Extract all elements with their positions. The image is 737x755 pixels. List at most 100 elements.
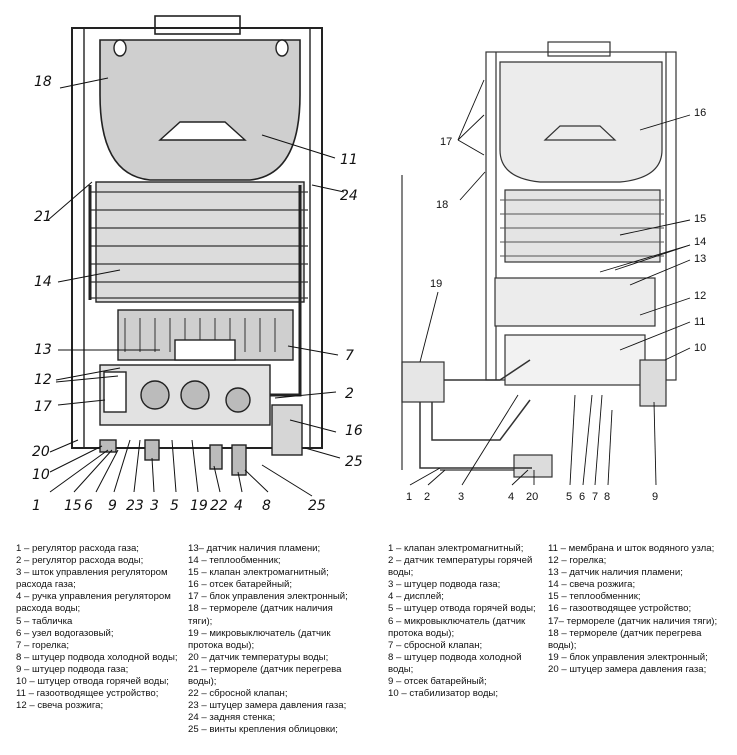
legend-item: 23 – штуцер замера давления газа;	[188, 700, 347, 712]
callout: 20	[32, 444, 50, 460]
legend-item: 1 – регулятор расхода газа;	[16, 543, 139, 554]
legend-item: 3 – шток управления регулятором расхода …	[16, 567, 171, 591]
callout: 3	[150, 498, 159, 514]
legend-item: 7 – горелка;	[16, 639, 69, 651]
legend-item: 3 – штуцер подвода газа;	[388, 579, 501, 591]
legend-item: 17– термореле (датчик наличия тяги);	[548, 615, 718, 627]
legend-item: 22 – сбросной клапан;	[188, 688, 288, 700]
legend-item: 11 – мембрана и шток водяного узла;	[548, 543, 715, 554]
legend-item: 13– датчик наличия пламени;	[188, 543, 321, 554]
callout: 7	[345, 348, 354, 364]
legend-item: 24 – задняя стенка;	[188, 712, 276, 724]
callout: 16	[694, 107, 706, 119]
callout: 17	[34, 399, 52, 415]
legend-item: 15 – клапан электромагнитный;	[188, 567, 329, 579]
legend-column-1: 1 – регулятор расхода газа; 2 – регулято…	[16, 543, 182, 712]
legend-item: 9 – штуцер подвода газа;	[16, 663, 129, 675]
callout: 16	[345, 423, 363, 439]
callout: 15	[694, 213, 706, 225]
callout: 20	[526, 491, 538, 503]
legend-item: 16 – отсек батарейный;	[188, 579, 293, 591]
callout: 8	[604, 491, 610, 503]
legend-item: 19 – микровыключатель (датчик протока во…	[188, 627, 334, 651]
right-heater-drawing	[401, 41, 677, 478]
heater-diagrams: 18 11 24 21 14 13 12 17 7 2 16 25 20 10 …	[32, 15, 706, 514]
callout: 12	[34, 372, 52, 388]
legend: 1 – регулятор расхода газа; 2 – регулято…	[0, 543, 737, 753]
callout: 21	[34, 209, 52, 225]
legend-item: 1 – клапан электромагнитный;	[388, 543, 524, 554]
left-leader-lines	[47, 77, 345, 497]
legend-item: 4 – дисплей;	[388, 591, 444, 603]
callout: 10	[32, 467, 50, 483]
legend-item: 25 – винты крепления облицовки;	[188, 724, 338, 736]
legend-item: 20 – датчик температуры воды;	[188, 651, 329, 663]
legend-item: 6 – микровыключатель (датчик протока вод…	[388, 615, 528, 639]
legend-item: 12 – свеча розжига;	[16, 700, 104, 712]
legend-item: 2 – датчик температуры горячей воды;	[388, 555, 536, 579]
legend-column-2: 13– датчик наличия пламени; 14 – теплооб…	[188, 543, 358, 737]
callout: 14	[34, 274, 52, 290]
callout: 3	[458, 491, 464, 503]
callout: 18	[436, 199, 448, 211]
callout: 23	[126, 498, 144, 514]
legend-item: 7 – сбросной клапан;	[388, 639, 483, 651]
callout: 5	[170, 498, 179, 514]
callout: 5	[566, 491, 572, 503]
legend-item: 5 – штуцер отвода горячей воды;	[388, 603, 536, 615]
legend-item: 21 – термореле (датчик перегрева воды);	[188, 663, 345, 688]
callout: 11	[694, 316, 705, 328]
callout: 2	[345, 386, 354, 402]
legend-item: 8 – штуцер подвода холодной воды;	[388, 651, 525, 675]
right-callouts: 17 16 18 15 14 13 12 19 11 10 1 2 3 4 20…	[406, 107, 706, 503]
callout: 25	[308, 498, 326, 514]
legend-item: 18 – термореле (датчик перегрева воды);	[548, 627, 705, 651]
legend-item: 16 – газоотводящее устройство;	[548, 603, 692, 615]
legend-item: 15 – теплообменник;	[548, 591, 641, 603]
callout: 6	[579, 491, 585, 503]
legend-item: 20 – штуцер замера давления газа;	[548, 663, 707, 675]
callout: 18	[34, 74, 52, 90]
legend-item: 4 – ручка управления регулятором расхода…	[16, 591, 174, 615]
callout: 13	[694, 253, 706, 265]
callout: 1	[406, 491, 412, 503]
callout: 11	[340, 152, 358, 168]
callout: 4	[234, 498, 243, 514]
callout: 1	[32, 498, 41, 514]
legend-item: 8 – штуцер подвода холодной воды;	[16, 651, 178, 663]
callout: 14	[694, 236, 706, 248]
legend-item: 13 – датчик наличия пламени;	[548, 567, 683, 579]
right-leader-lines	[409, 79, 691, 486]
callout: 19	[430, 278, 442, 290]
legend-item: 10 – штуцер отвода горячей воды;	[16, 676, 169, 688]
legend-item: 2 – регулятор расхода воды;	[16, 555, 144, 567]
legend-item: 11 – газоотводящее устройство;	[16, 688, 159, 700]
callout: 9	[652, 491, 658, 503]
callout: 25	[345, 454, 363, 470]
legend-item: 6 – узел водогазовый;	[16, 627, 114, 639]
callout: 10	[694, 342, 706, 354]
callout: 24	[340, 188, 358, 204]
callout: 2	[424, 491, 430, 503]
legend-item: 18 – термореле (датчик наличия тяги);	[188, 603, 336, 627]
callout: 9	[108, 498, 117, 514]
callout: 17	[440, 136, 452, 148]
legend-item: 14 – теплообменник;	[188, 555, 281, 567]
legend-column-4: 11 – мембрана и шток водяного узла; 12 –…	[548, 543, 718, 676]
legend-item: 9 – отсек батарейный;	[388, 676, 487, 688]
left-callouts: 18 11 24 21 14 13 12 17 7 2 16 25 20 10 …	[32, 74, 363, 514]
legend-column-3: 1 – клапан электромагнитный; 2 – датчик …	[388, 543, 538, 700]
callout: 13	[34, 342, 52, 358]
callout: 7	[592, 491, 598, 503]
callout: 4	[508, 491, 514, 503]
legend-item: 5 – табличка	[16, 615, 73, 627]
callout: 15	[64, 498, 82, 514]
legend-item: 12 – горелка;	[548, 555, 607, 567]
callout: 19	[190, 498, 208, 514]
callout: 8	[262, 498, 271, 514]
left-heater-drawing	[71, 15, 323, 476]
callout: 22	[210, 498, 228, 514]
callout: 6	[84, 498, 93, 514]
legend-item: 10 – стабилизатор воды;	[388, 688, 498, 700]
callout: 12	[694, 290, 706, 302]
